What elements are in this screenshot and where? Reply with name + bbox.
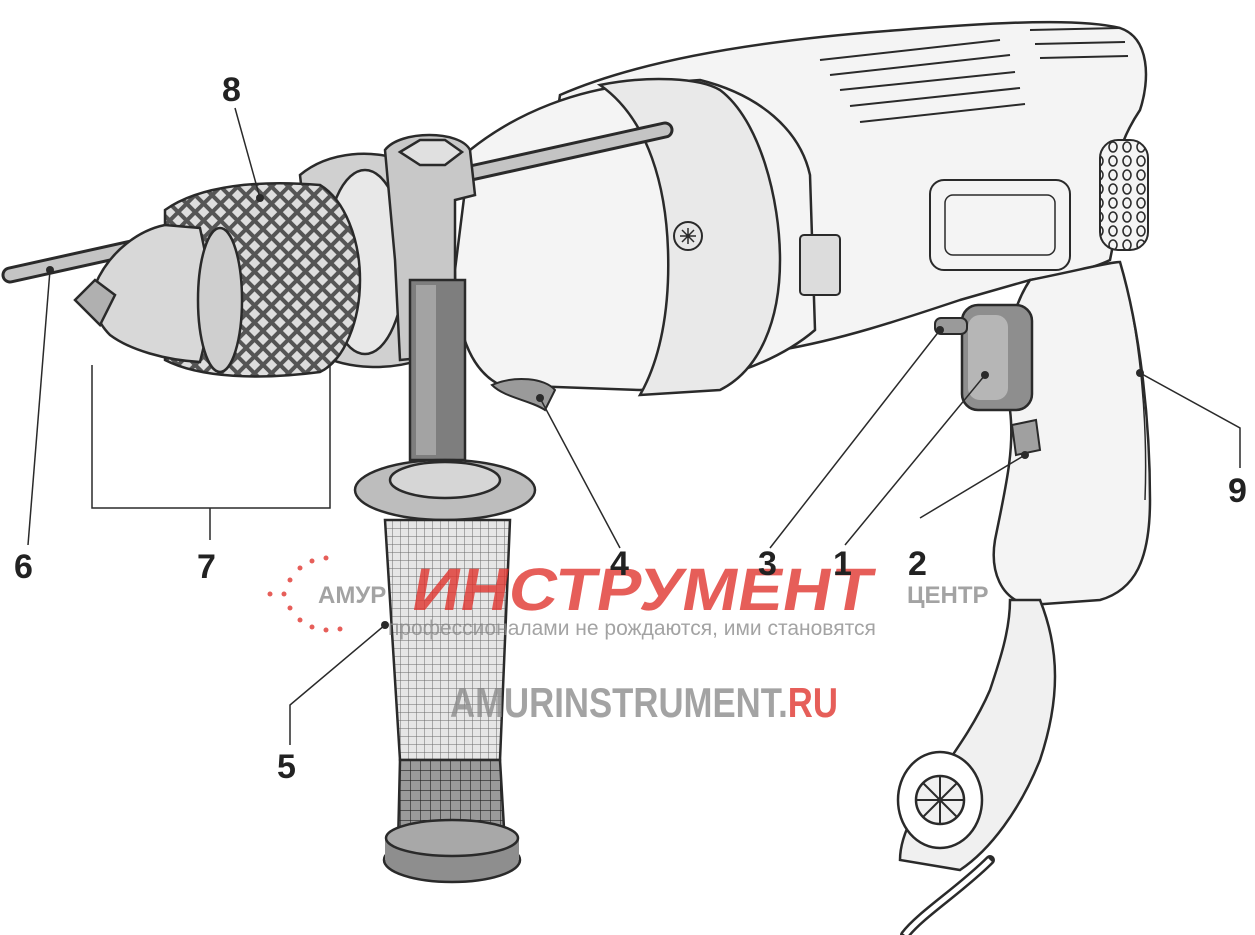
watermark-brand-left: АМУР [318,582,386,609]
leader-dots [46,194,1144,629]
leader-line-8 [234,107,261,199]
callout-5: 5 [277,748,296,786]
callout-3: 3 [758,545,777,583]
leader-line-9 [1139,372,1241,468]
mode-selector-housing [799,234,841,296]
label-plate [929,179,1071,271]
auxiliary-handle [353,133,537,884]
callout-6: 6 [14,548,33,586]
watermark-brand-main: ИНСТРУМЕНТ [407,555,879,622]
watermark-slogan: профессионалами не рождаются, ими станов… [388,617,876,640]
leader-line-5 [289,624,386,745]
callout-8: 8 [222,71,241,109]
callout-1: 1 [833,545,852,583]
side-vents [1099,139,1149,251]
watermark-brand-right: ЦЕНТР [907,582,989,609]
cord-relief [896,750,984,850]
watermark: АМУР ИНСТРУМЕНТ ЦЕНТР профессионалами не… [267,555,989,726]
keyless-chuck [73,152,422,378]
callout-7: 7 [197,548,216,586]
top-vent-slots [819,27,1129,123]
watermark-url: AMURINSTRUMENT.RU [450,679,838,726]
leader-line-7 [91,365,331,540]
leader-line-3 [769,329,941,549]
watermark-url-main: AMURINSTRUMENT. [450,679,788,726]
callout-9: 9 [1228,472,1247,510]
watermark-dots [267,555,343,633]
callout-2: 2 [908,545,927,583]
leader-line-1 [844,374,986,546]
callout-4: 4 [610,545,629,583]
leader-line-4 [539,397,621,549]
leader-line-6 [27,269,51,546]
leader-line-2 [919,454,1026,519]
lock-on-button [1010,418,1042,457]
drill-body [453,20,1149,397]
leader-lines [27,107,1241,745]
mode-selector-button [490,378,557,412]
watermark-url-tld: RU [788,679,838,726]
